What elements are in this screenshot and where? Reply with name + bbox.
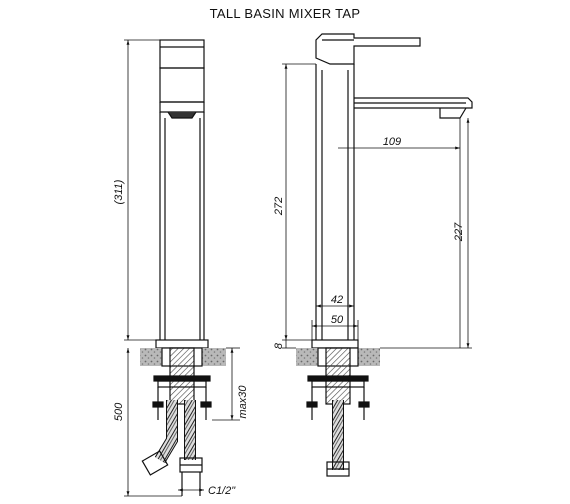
dim-max-thickness: max30 [237, 385, 249, 419]
side-view-handle [159, 39, 205, 119]
side-view-dimensions [124, 39, 240, 497]
front-view [296, 33, 473, 477]
dim-thread: C1/2" [208, 485, 236, 497]
dim-hose-length: 500 [113, 402, 125, 421]
dim-base-width: 50 [331, 314, 344, 326]
dim-body-height: 272 [273, 197, 285, 216]
dim-overall-height: (311) [113, 179, 125, 204]
side-view-body [159, 112, 205, 340]
front-view-dimensions [282, 63, 472, 349]
dim-spout-height: 227 [453, 222, 465, 242]
side-view [140, 39, 226, 496]
dim-body-width: 42 [331, 294, 343, 306]
dim-base-thickness: 8 [273, 342, 285, 349]
dim-spout-reach: 109 [383, 136, 401, 148]
drawing-title: TALL BASIN MIXER TAP [209, 6, 361, 21]
front-view-lever [315, 33, 421, 65]
front-view-spout [354, 97, 473, 119]
